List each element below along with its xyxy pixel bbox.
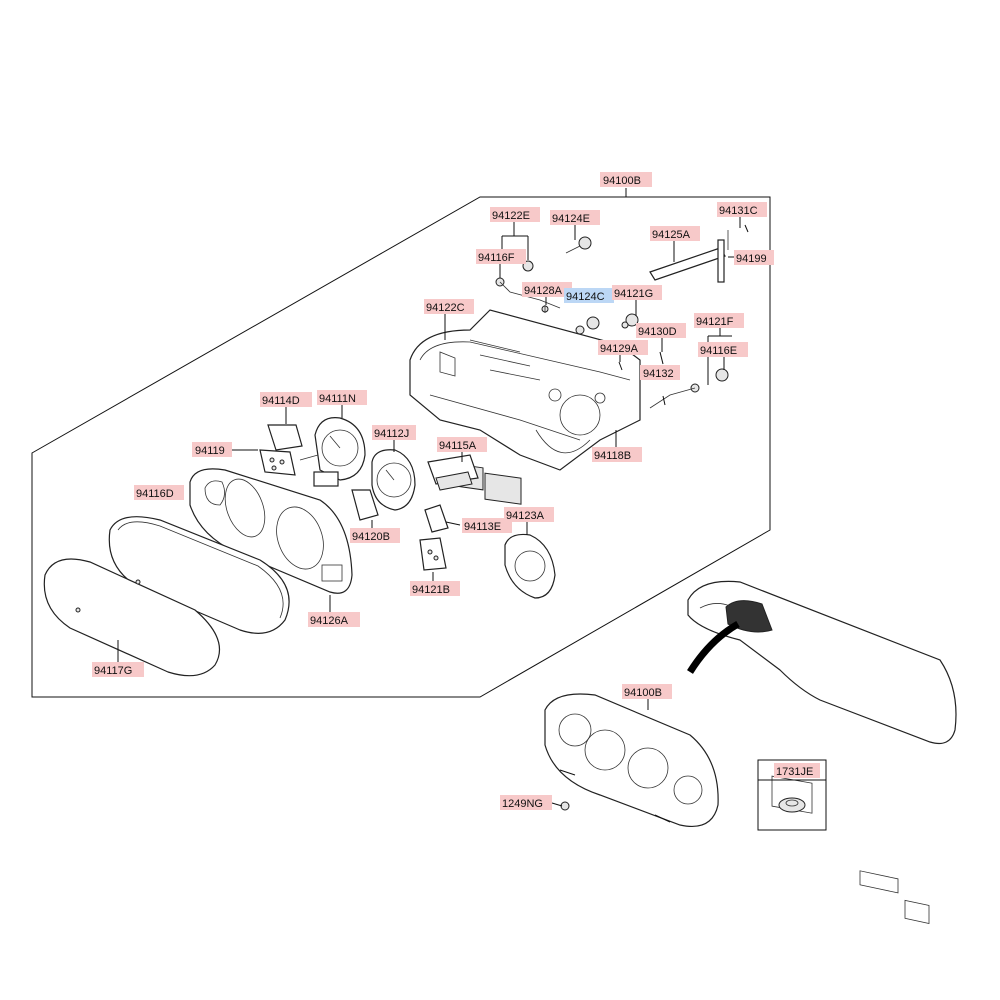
label-94119: 94119 — [195, 445, 225, 457]
small-gauge-drawing — [351, 489, 449, 571]
label-1249NG: 1249NG — [502, 798, 543, 810]
label-94121B: 94121B — [412, 584, 450, 596]
label-94112J: 94112J — [374, 428, 409, 440]
pcb-module-drawing — [427, 454, 479, 491]
label-94100B-bottom: 94100B — [624, 687, 662, 699]
label-94124E: 94124E — [552, 213, 590, 225]
label-94123A: 94123A — [506, 510, 545, 522]
label-94116E: 94116E — [700, 345, 737, 357]
speedometer-face-drawing — [371, 449, 416, 511]
label-94114D: 94114D — [262, 395, 300, 407]
label-94121F: 94121F — [696, 316, 734, 328]
label-94120B: 94120B — [352, 531, 390, 543]
label-94199: 94199 — [736, 253, 767, 265]
label-94124C: 94124C — [566, 291, 605, 303]
fuel-temp-gauge-drawing — [259, 424, 303, 476]
cluster-housing-drawing — [409, 309, 641, 505]
label-94125A: 94125A — [652, 229, 691, 241]
label-94130D: 94130D — [638, 326, 677, 338]
label-94115A: 94115A — [439, 440, 477, 452]
dashboard-drawing — [687, 580, 957, 924]
screws-drawing — [618, 224, 749, 406]
glass-drawing — [43, 558, 221, 677]
assembly-boundary — [31, 196, 771, 698]
label-94117G: 94117G — [94, 665, 132, 677]
label-94122E: 94122E — [492, 210, 530, 222]
label-94121G: 94121G — [614, 288, 653, 300]
label-94118B: 94118B — [594, 450, 631, 462]
label-94132: 94132 — [643, 368, 674, 380]
front-bezel-drawing — [189, 468, 353, 594]
label-94128A: 94128A — [524, 285, 563, 297]
label-94126A: 94126A — [310, 615, 349, 627]
label-94131C: 94131C — [719, 205, 758, 217]
grommet-box — [757, 759, 827, 831]
label-94111N: 94111N — [319, 393, 356, 405]
assembled-cluster-drawing — [544, 693, 719, 827]
tachometer-face-drawing — [299, 417, 366, 487]
part-labels: 94100B 94122E 94124E 94131C 94125A 94199… — [92, 172, 820, 810]
label-94100B-top: 94100B — [603, 175, 641, 187]
label-94129A: 94129A — [600, 343, 639, 355]
label-94122C: 94122C — [426, 302, 465, 314]
flex-cable-drawing — [649, 230, 729, 283]
label-94116F: 94116F — [478, 252, 515, 264]
label-94113E: 94113E — [464, 521, 501, 533]
grommet-part — [778, 797, 806, 813]
label-94116D: 94116D — [136, 488, 174, 500]
lens-drawing — [108, 516, 290, 634]
right-gauge-face-drawing — [504, 533, 556, 599]
label-1731JE: 1731JE — [776, 766, 813, 778]
